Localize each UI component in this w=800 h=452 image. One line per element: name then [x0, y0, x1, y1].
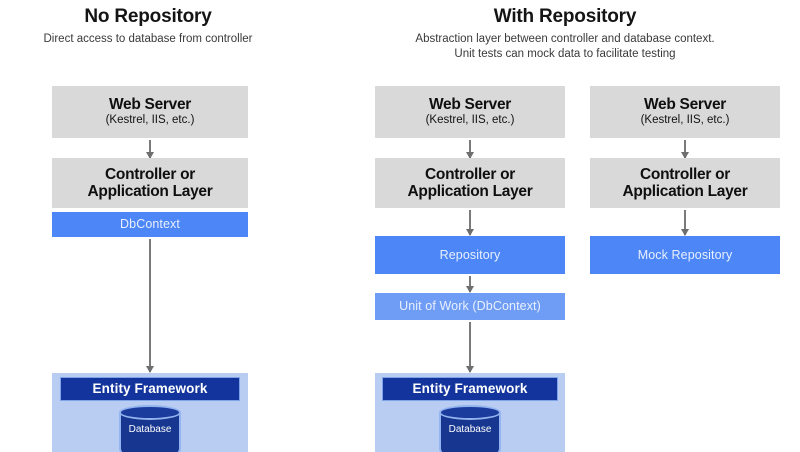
repository-label: Repository	[439, 247, 501, 262]
with-repository-title: With Repository	[493, 6, 637, 27]
web-server-detail: (Kestrel, IIS, etc.)	[425, 114, 515, 127]
with-repository-subtitle: Abstraction layer between controller and…	[330, 32, 800, 63]
no-repository-entity-framework-box: Entity Framework	[60, 377, 240, 401]
repository-box: Repository	[375, 236, 565, 274]
controller-subtitle: Application Layer	[622, 183, 748, 200]
no-repository-header: No Repository Direct access to database …	[0, 6, 296, 47]
cylinder-top-ellipse	[119, 405, 181, 420]
cylinder-top-ellipse	[439, 405, 501, 420]
arrow-controller-to-mock-repository	[681, 210, 689, 236]
dbcontext-label: DbContext	[120, 217, 180, 232]
unit-of-work-label: Unit of Work (DbContext)	[399, 299, 541, 314]
with-repository-subtitle-line-1: Abstraction layer between controller and…	[415, 32, 715, 45]
web-server-title: Web Server	[108, 95, 191, 113]
arrow-unit-of-work-to-entity-framework	[466, 322, 474, 373]
with-repository-entity-framework-box: Entity Framework	[382, 377, 558, 401]
controller-subtitle: Application Layer	[87, 183, 213, 200]
web-server-detail: (Kestrel, IIS, etc.)	[105, 114, 195, 127]
arrow-web-server-to-controller	[146, 140, 154, 159]
web-server-detail: (Kestrel, IIS, etc.)	[640, 114, 730, 127]
controller-title: Controller or	[105, 165, 195, 183]
mock-controller-box: Controller or Application Layer	[590, 158, 780, 208]
no-repository-title: No Repository	[84, 6, 212, 27]
entity-framework-label: Entity Framework	[92, 381, 208, 397]
database-label: Database	[448, 424, 492, 435]
database-label: Database	[128, 424, 172, 435]
controller-subtitle: Application Layer	[407, 183, 533, 200]
no-repository-subtitle: Direct access to database from controlle…	[43, 32, 253, 45]
web-server-title: Web Server	[428, 95, 511, 113]
with-repository-header: With Repository Abstraction layer betwee…	[330, 6, 800, 63]
arrow-web-server-to-controller	[681, 140, 689, 159]
unit-of-work-box: Unit of Work (DbContext)	[375, 293, 565, 320]
with-repository-controller-box: Controller or Application Layer	[375, 158, 565, 208]
mock-repository-label: Mock Repository	[637, 247, 733, 262]
mock-web-server-box: Web Server (Kestrel, IIS, etc.)	[590, 86, 780, 138]
mock-repository-box: Mock Repository	[590, 236, 780, 274]
no-repository-controller-box: Controller or Application Layer	[52, 158, 248, 208]
controller-title: Controller or	[640, 165, 730, 183]
with-repository-web-server-box: Web Server (Kestrel, IIS, etc.)	[375, 86, 565, 138]
web-server-title: Web Server	[643, 95, 726, 113]
with-repository-subtitle-line-2: Unit tests can mock data to facilitate t…	[454, 48, 676, 61]
dbcontext-box: DbContext	[52, 212, 248, 237]
arrow-controller-to-repository	[466, 210, 474, 236]
entity-framework-label: Entity Framework	[412, 381, 528, 397]
arrow-dbcontext-to-entity-framework	[146, 239, 154, 373]
controller-title: Controller or	[425, 165, 515, 183]
no-repository-web-server-box: Web Server (Kestrel, IIS, etc.)	[52, 86, 248, 138]
with-repository-database-cylinder-icon: Database	[439, 405, 501, 452]
no-repository-database-cylinder-icon: Database	[119, 405, 181, 452]
arrow-repository-to-unit-of-work	[466, 276, 474, 293]
arrow-web-server-to-controller	[466, 140, 474, 159]
